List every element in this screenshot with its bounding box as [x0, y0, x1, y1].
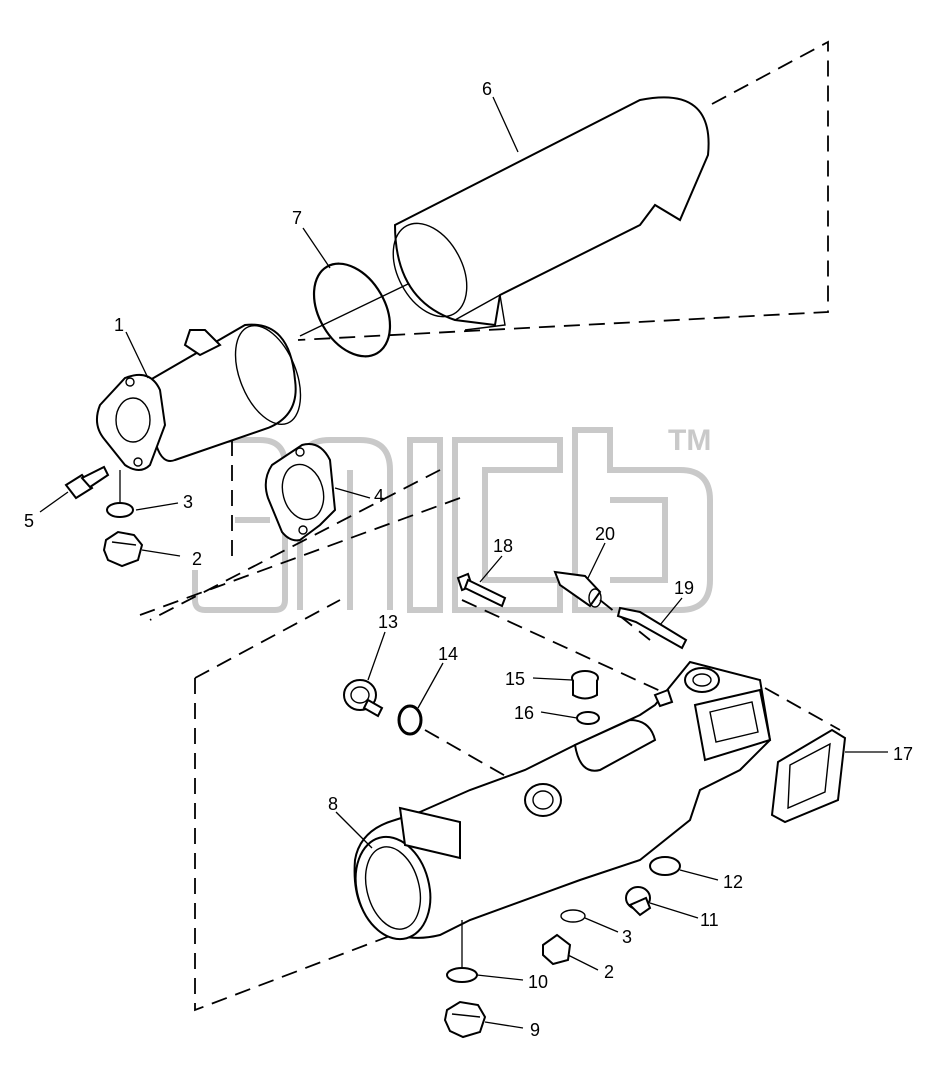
callout-9: 9 [530, 1020, 540, 1040]
callout-5: 5 [24, 511, 34, 531]
o-ring-part-12 [649, 856, 681, 876]
callout-labels: 1 6 7 3 4 5 2 18 20 19 13 14 15 16 17 8 … [24, 79, 913, 1040]
stud-bolt-part-5 [64, 465, 110, 500]
plug-part-13 [343, 679, 384, 718]
washer-part-3-upper [106, 470, 134, 518]
callout-19: 19 [674, 578, 694, 598]
trademark-symbol: TM [668, 424, 711, 457]
washer-part-10 [446, 920, 478, 983]
heat-shield-part-6 [392, 96, 710, 331]
callout-3-lower: 3 [622, 927, 632, 947]
callout-14: 14 [438, 644, 458, 664]
callout-12: 12 [723, 872, 743, 892]
nut-part-2-lower [542, 933, 572, 966]
callout-16: 16 [514, 703, 534, 723]
callout-8: 8 [328, 794, 338, 814]
clamp-ring-part-7 [299, 262, 409, 358]
callout-11: 11 [700, 910, 719, 930]
callout-4: 4 [374, 486, 384, 506]
callout-6: 6 [482, 79, 492, 99]
sensor-probe-part-19 [616, 606, 688, 650]
callout-20: 20 [595, 524, 615, 544]
callout-10: 10 [528, 972, 548, 992]
callout-13: 13 [378, 612, 398, 632]
leader-lines [39, 96, 888, 1029]
callout-2-lower: 2 [604, 962, 614, 982]
washer-part-3-lower [560, 909, 586, 923]
gasket-part-4 [264, 443, 337, 542]
exhaust-elbow-part-1 [95, 323, 302, 471]
nut-part-9 [443, 1000, 487, 1039]
callout-3-upper: 3 [183, 492, 193, 512]
plug-part-11 [625, 886, 652, 917]
flange-gasket-part-17 [770, 728, 847, 824]
callout-2-upper: 2 [192, 549, 202, 569]
bolt-part-18 [456, 572, 507, 608]
callout-15: 15 [505, 669, 525, 689]
plug-part-15 [571, 670, 599, 700]
seal-ring-part-16 [576, 711, 600, 725]
callout-17: 17 [893, 744, 913, 764]
callout-7: 7 [292, 208, 302, 228]
nut-part-2-upper [102, 530, 144, 568]
callout-1: 1 [114, 315, 124, 335]
o-ring-part-14 [397, 704, 423, 736]
exhaust-manifold-part-8 [353, 660, 772, 941]
callout-18: 18 [493, 536, 513, 556]
watermark-logo: TM [192, 424, 713, 613]
sensor-sleeve-part-20 [553, 570, 602, 608]
